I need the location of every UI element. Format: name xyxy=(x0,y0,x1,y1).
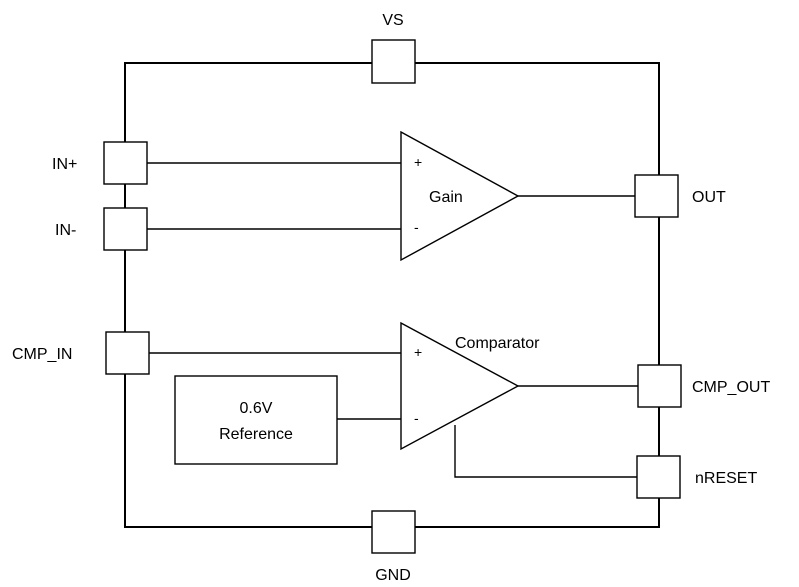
in-plus-pin xyxy=(103,141,148,185)
gnd-label: GND xyxy=(375,567,411,584)
comparator-label: Comparator xyxy=(455,335,540,352)
cmp-in-pin xyxy=(105,331,150,375)
nreset-pin xyxy=(636,455,681,499)
cmp-in-label: CMP_IN xyxy=(12,346,72,363)
comparator-plus-sign: + xyxy=(414,344,422,360)
reference-line-1: 0.6V xyxy=(240,400,273,417)
gain-plus-sign: + xyxy=(414,154,422,170)
gain-amplifier xyxy=(400,130,520,262)
gnd-pin xyxy=(371,510,416,554)
gain-label: Gain xyxy=(429,189,463,206)
reference-line-2: Reference xyxy=(219,426,293,443)
nreset-label: nRESET xyxy=(695,470,757,487)
gain-minus-sign: - xyxy=(414,219,419,235)
cmp-out-label: CMP_OUT xyxy=(692,379,770,396)
comparator xyxy=(400,321,520,451)
in-minus-label: IN- xyxy=(55,222,76,239)
vs-pin xyxy=(371,39,416,84)
out-label: OUT xyxy=(692,189,726,206)
comparator-minus-sign: - xyxy=(414,410,419,426)
in-minus-pin xyxy=(103,207,148,251)
reference-block xyxy=(174,375,338,465)
wire-nreset xyxy=(454,425,637,478)
cmp-out-pin xyxy=(637,364,682,408)
in-plus-label: IN+ xyxy=(52,156,77,173)
vs-label: VS xyxy=(382,12,403,29)
out-pin xyxy=(634,174,679,218)
